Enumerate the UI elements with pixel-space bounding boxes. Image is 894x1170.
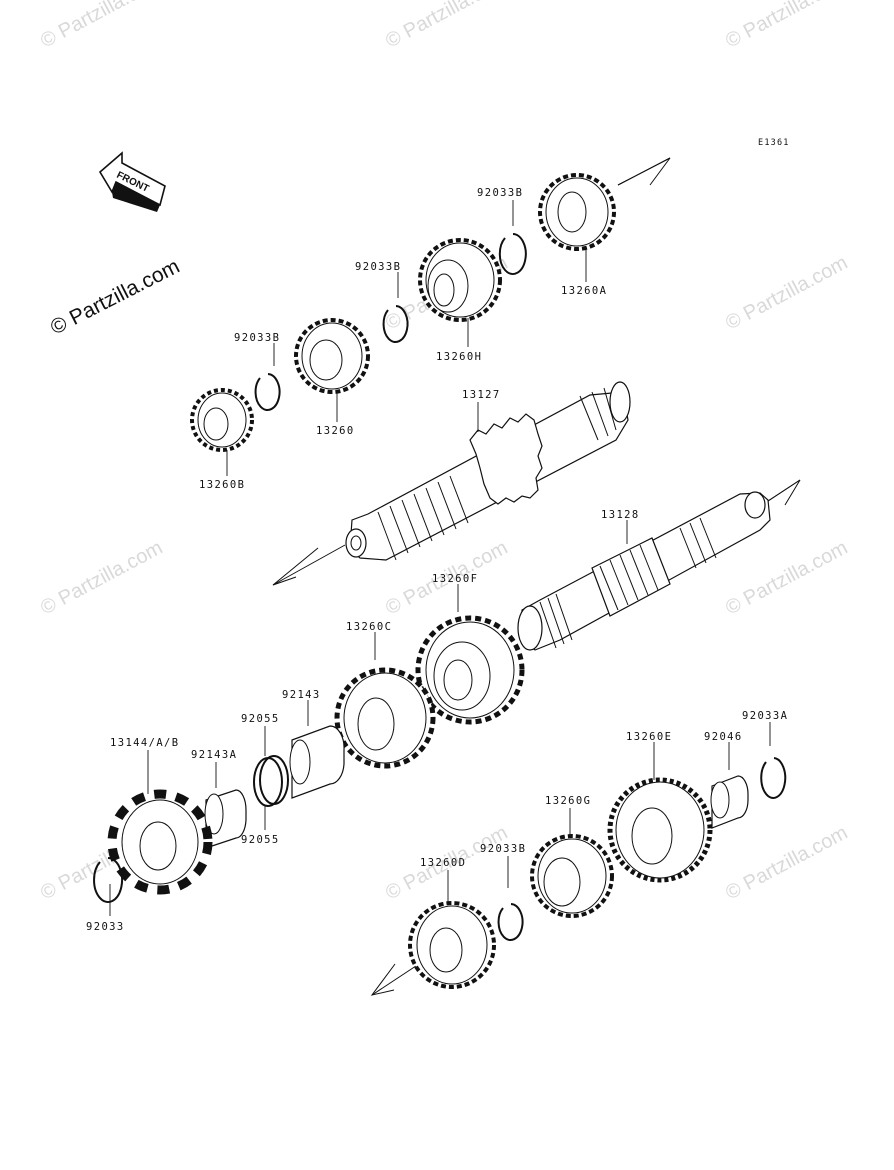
gear-13260F bbox=[415, 615, 525, 725]
label-92033B: 92033B bbox=[234, 332, 280, 344]
label-92143A: 92143A bbox=[191, 749, 237, 761]
diagram-code: E1361 bbox=[758, 138, 790, 148]
label-13260F: 13260F bbox=[432, 573, 478, 585]
part-labels: 92033B 13260A 92033B 13260H 92033B 13260… bbox=[86, 187, 788, 933]
watermark: © Partzilla.com bbox=[722, 537, 851, 620]
circlip-92033B-upper-c bbox=[254, 373, 281, 411]
gear-13260 bbox=[294, 318, 370, 394]
label-13144: 13144/A/B bbox=[110, 737, 180, 749]
label-92033A: 92033A bbox=[742, 710, 788, 722]
label-92055: 92055 bbox=[241, 713, 280, 725]
front-arrow-icon: FRONT bbox=[98, 151, 166, 212]
gear-13260G bbox=[530, 834, 614, 918]
gear-13260C bbox=[334, 667, 436, 769]
watermark: © Partzilla.com bbox=[722, 252, 851, 335]
label-13260: 13260 bbox=[316, 425, 355, 437]
gear-13260E bbox=[607, 777, 713, 883]
gear-13260D bbox=[408, 901, 496, 989]
bushing-92143 bbox=[289, 725, 345, 799]
watermark: © Partzilla.com bbox=[722, 0, 851, 52]
label-92033: 92033 bbox=[86, 921, 125, 933]
circlip-92033 bbox=[93, 856, 124, 903]
circlip-92033B-lower bbox=[497, 903, 524, 941]
watermark: © Partzilla.com bbox=[37, 0, 166, 52]
label-13260G: 13260G bbox=[545, 795, 591, 807]
label-92033B: 92033B bbox=[355, 261, 401, 273]
label-92046: 92046 bbox=[704, 731, 743, 743]
label-13127: 13127 bbox=[462, 389, 501, 401]
label-13260D: 13260D bbox=[420, 857, 466, 869]
label-92055: 92055 bbox=[241, 834, 280, 846]
label-13260C: 13260C bbox=[346, 621, 392, 633]
watermark: © Partzilla.com bbox=[37, 537, 166, 620]
leader-lines bbox=[109, 200, 771, 916]
gear-13260A bbox=[538, 173, 616, 251]
watermark: © Partzilla.com bbox=[722, 822, 851, 905]
label-92033B: 92033B bbox=[480, 843, 526, 855]
label-13260A: 13260A bbox=[561, 285, 607, 297]
bushing-92143A bbox=[204, 789, 247, 849]
circlip-92033B-upper-a bbox=[498, 233, 527, 275]
label-13260B: 13260B bbox=[199, 479, 245, 491]
gear-13260H bbox=[418, 238, 502, 322]
label-13128: 13128 bbox=[601, 509, 640, 521]
shaft-13128 bbox=[517, 491, 771, 651]
label-92143: 92143 bbox=[282, 689, 321, 701]
label-13260E: 13260E bbox=[626, 731, 672, 743]
label-92033B: 92033B bbox=[477, 187, 523, 199]
bearing-92046 bbox=[710, 775, 749, 829]
label-13260H: 13260H bbox=[436, 351, 482, 363]
partzilla-logo: © Partzilla.com bbox=[47, 255, 184, 340]
washer-92055 bbox=[253, 755, 289, 807]
watermark: © Partzilla.com bbox=[382, 0, 511, 52]
shaft-13127 bbox=[345, 381, 631, 561]
gear-13260B bbox=[190, 388, 254, 452]
circlip-92033B-upper-b bbox=[382, 305, 409, 343]
sprocket-13144 bbox=[107, 789, 213, 895]
circlip-92033A bbox=[760, 757, 787, 799]
